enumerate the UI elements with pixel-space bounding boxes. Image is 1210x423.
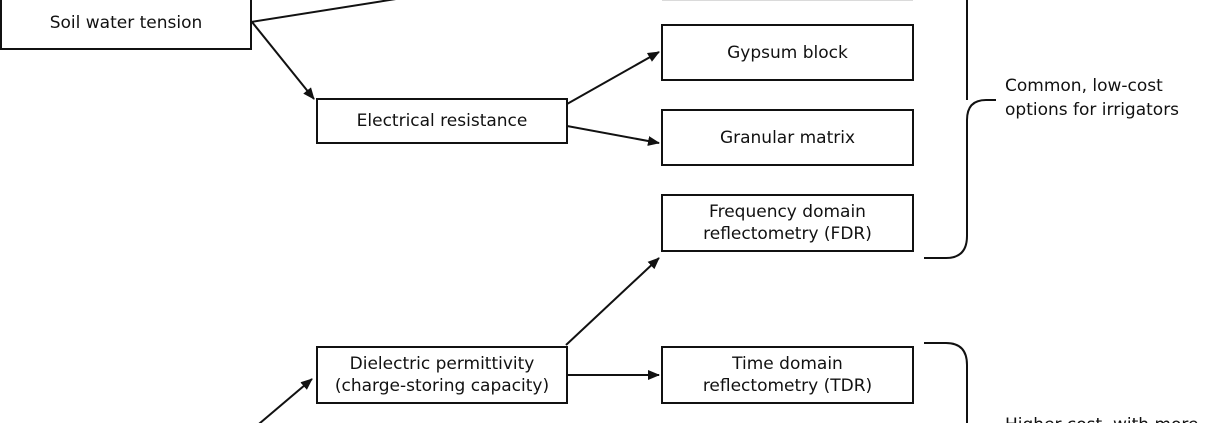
arrow-origin-to-dielectric	[258, 378, 313, 423]
node-fdr: Frequency domain reflectometry (FDR)	[661, 194, 914, 252]
brace-higher-cost	[924, 342, 968, 423]
node-tdr: Time domain reflectometry (TDR)	[661, 346, 914, 404]
node-soil-water-tension: Soil water tension	[0, 0, 252, 50]
node-gypsum-block-label: Gypsum block	[727, 42, 848, 63]
annotation-common-line1: Common, low-cost	[1005, 76, 1163, 96]
node-granular-matrix-label: Granular matrix	[719, 127, 856, 148]
node-fdr-label-line2: reflectometry (FDR)	[703, 224, 872, 244]
arrow-soil-to-electrical	[251, 21, 315, 100]
brace-common-low-cost	[924, 0, 996, 259]
arrow-electrical-to-granular	[566, 125, 660, 146]
node-electrical-resistance: Electrical resistance	[316, 98, 568, 144]
node-tdr-label-line2: reflectometry (TDR)	[702, 376, 873, 396]
node-soil-water-tension-label: Soil water tension	[49, 13, 203, 33]
node-tdr-label-line1: Time domain	[732, 354, 843, 374]
node-dielectric-permittivity: Dielectric permittivity (charge-storing …	[316, 346, 568, 404]
node-dielectric-label-line2: (charge-storing capacity)	[334, 376, 550, 396]
annotation-higher-cost-line1: Higher cost, with more	[1005, 413, 1199, 423]
node-gypsum-block: Gypsum block	[661, 24, 914, 81]
annotation-common-low-cost: Common, low-cost options for irrigators	[1005, 74, 1179, 122]
node-dielectric-label-line1: Dielectric permittivity	[349, 354, 535, 374]
node-fdr-label-line1: Frequency domain	[709, 202, 866, 222]
annotation-higher-cost-clipped: Higher cost, with more	[1005, 413, 1199, 423]
connector-soil-to-top	[250, 0, 396, 23]
arrow-electrical-to-gypsum	[566, 51, 660, 105]
annotation-common-line2: options for irrigators	[1005, 100, 1180, 120]
node-granular-matrix: Granular matrix	[661, 109, 914, 166]
node-electrical-resistance-label: Electrical resistance	[356, 111, 528, 131]
arrow-dielectric-to-fdr	[565, 257, 660, 346]
